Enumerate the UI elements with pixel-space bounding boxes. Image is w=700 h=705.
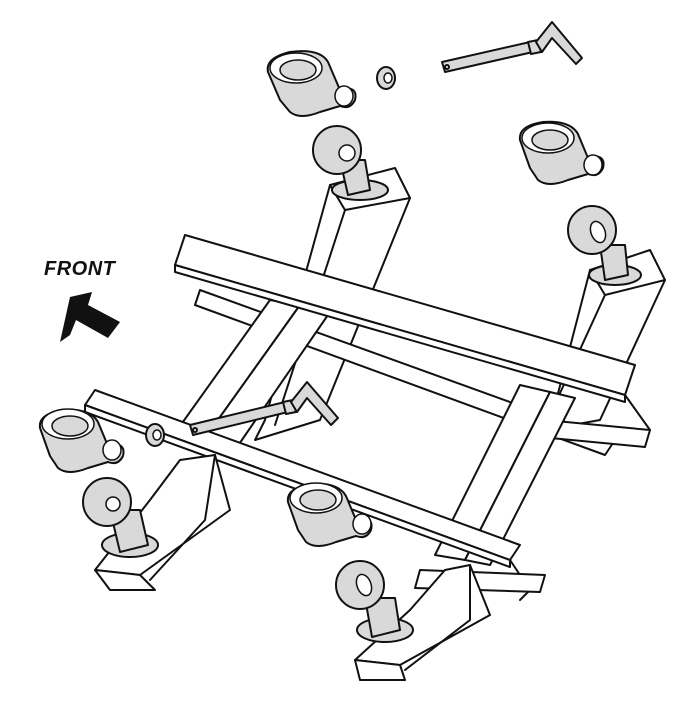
washer-bottom	[145, 423, 165, 447]
front-label: FRONT	[44, 258, 116, 280]
front-direction-arrow-icon	[60, 292, 120, 342]
ball-socket-bottom-left	[38, 408, 125, 473]
ball-socket-top-left	[266, 50, 357, 117]
ball-socket-bottom-center	[286, 482, 373, 547]
locking-pin-top	[441, 21, 583, 73]
frame-rail-top	[174, 234, 651, 448]
tow-ball-bottom-center	[335, 560, 414, 643]
locking-pin-bottom	[189, 381, 339, 436]
tow-ball-bottom-left	[82, 477, 159, 558]
frame-beam-right	[434, 384, 576, 566]
tow-ball-top-right	[567, 205, 642, 286]
ball-socket-top-right	[518, 120, 605, 185]
tow-ball-top-left	[312, 125, 389, 201]
washer-top	[376, 66, 396, 90]
